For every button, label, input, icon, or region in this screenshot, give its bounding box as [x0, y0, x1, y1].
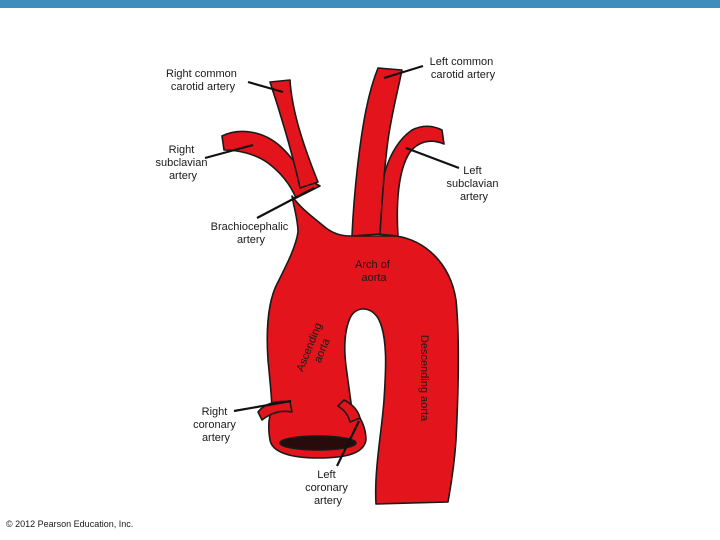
leader-left-common-carotid [383, 64, 424, 80]
header-bar [0, 0, 720, 8]
label-left-coronary: Left coronary artery [305, 469, 351, 507]
label-brachiocephalic: Brachiocephalic artery [211, 221, 292, 246]
aortic-valve-opening [279, 435, 357, 451]
label-right-common-carotid: Right common carotid artery [166, 68, 240, 93]
label-descending-aorta: Descending aorta [418, 335, 430, 422]
leader-brachiocephalic [256, 187, 315, 219]
label-right-coronary: Right coronary artery [193, 406, 239, 444]
label-left-subclavian: Left subclavian artery [446, 165, 501, 203]
leader-left-coronary [336, 420, 360, 467]
label-right-subclavian: Right subclavian artery [155, 144, 210, 182]
leader-right-coronary [233, 399, 292, 413]
left-coronary-vessel [337, 399, 361, 423]
aortic-arch-vessel [266, 195, 460, 505]
leader-left-subclavian [405, 146, 460, 170]
left-subclavian-vessel [375, 125, 445, 237]
right-subclavian-vessel [221, 130, 321, 199]
copyright-notice: © 2012 Pearson Education, Inc. [6, 519, 134, 529]
leader-right-common-carotid [247, 80, 284, 94]
label-arch-of-aorta: Arch of aorta [355, 259, 393, 284]
leader-right-subclavian [204, 143, 254, 160]
right-common-carotid-vessel [269, 79, 319, 189]
label-left-common-carotid: Left common carotid artery [430, 56, 497, 81]
left-common-carotid-vessel [351, 67, 403, 237]
